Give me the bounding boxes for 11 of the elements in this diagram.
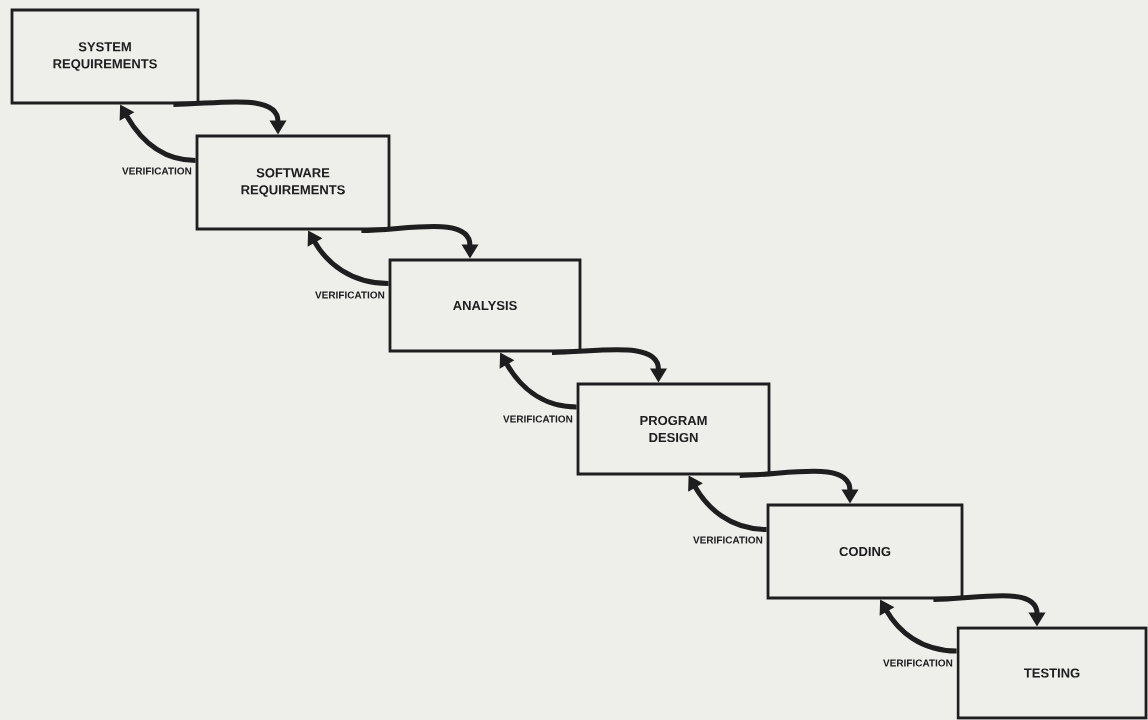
edge-label: VERIFICATION xyxy=(692,535,764,545)
process-box: CODING xyxy=(766,503,964,600)
process-box: SOFTWARE REQUIREMENTS xyxy=(195,134,391,231)
edge-label: VERIFICATION xyxy=(502,414,574,424)
process-box: PROGRAM DESIGN xyxy=(576,382,771,476)
edge-label: VERIFICATION xyxy=(882,658,954,668)
process-box: TESTING xyxy=(956,626,1148,720)
edge-label: VERIFICATION xyxy=(314,290,386,300)
process-box: SYSTEM REQUIREMENTS xyxy=(10,8,200,105)
process-box: ANALYSIS xyxy=(388,258,582,353)
edge-label: VERIFICATION xyxy=(121,166,193,176)
